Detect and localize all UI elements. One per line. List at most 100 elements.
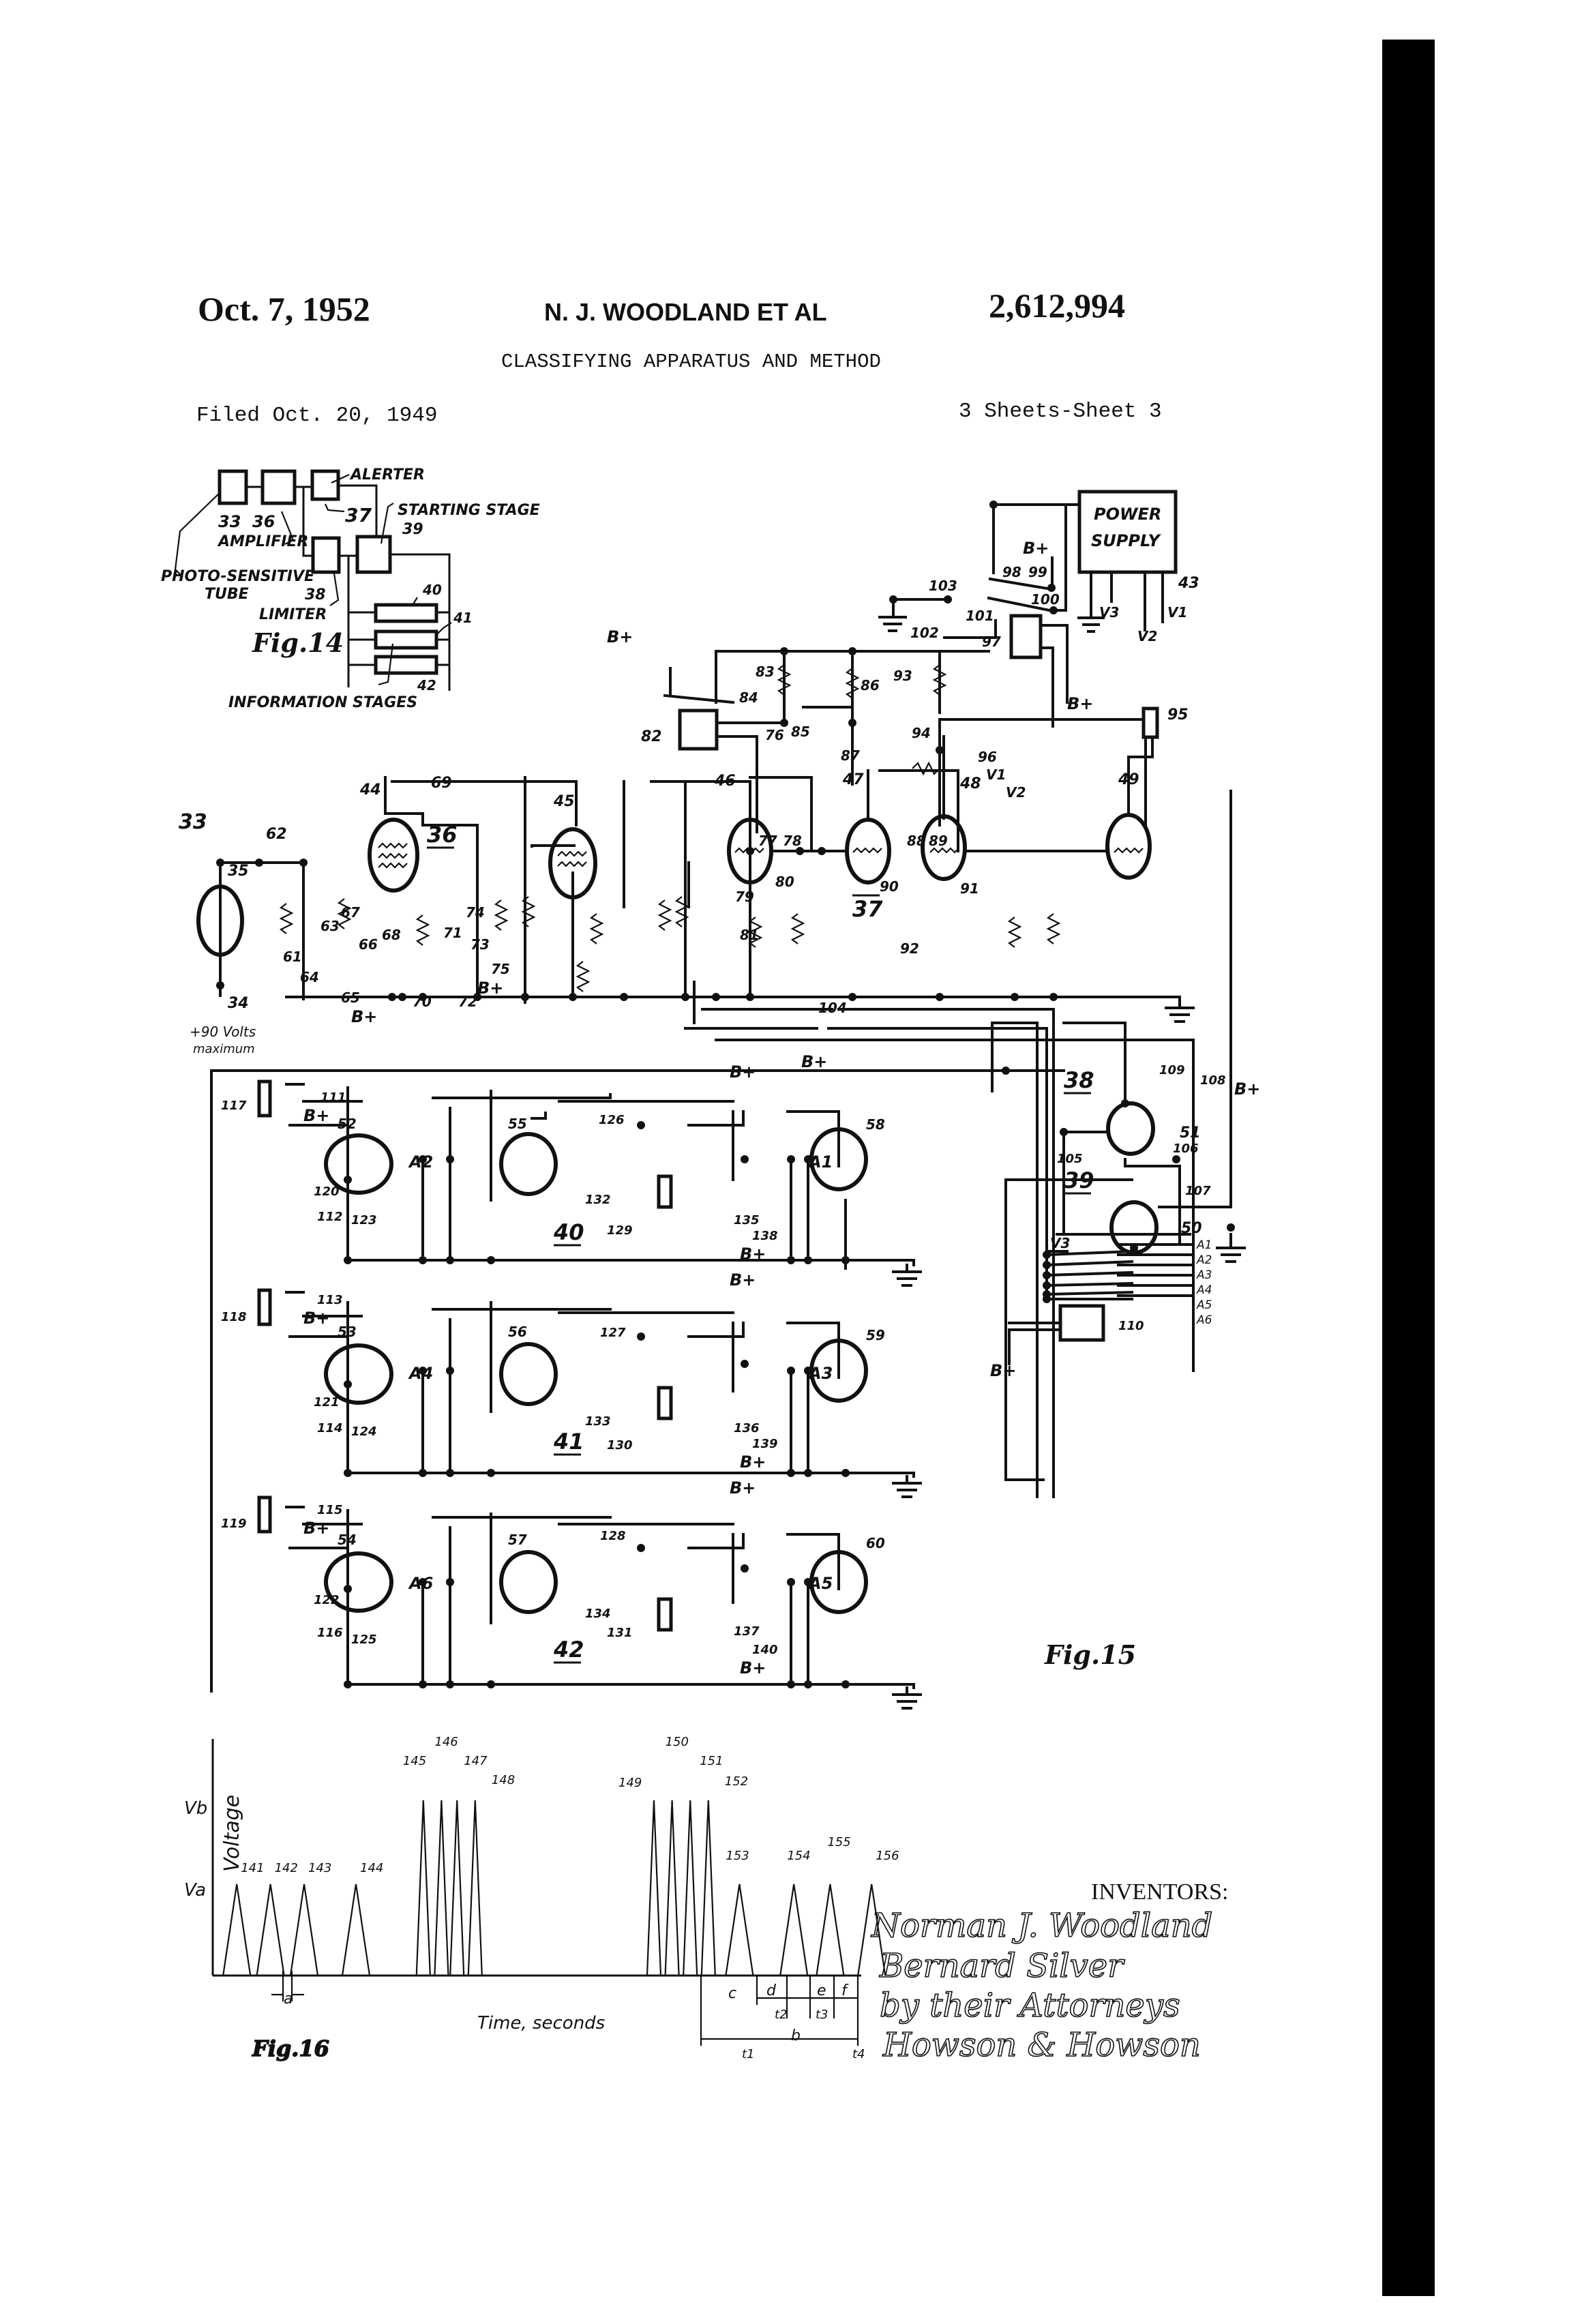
ref-62: 62 xyxy=(266,826,287,843)
ref-101: 101 xyxy=(966,608,994,624)
fig14-title: Fig.14 xyxy=(252,627,344,658)
fig14-leaders xyxy=(174,474,452,686)
junction-dot xyxy=(344,1585,352,1593)
ref-79: 79 xyxy=(735,889,754,905)
stage-label-42: 42 xyxy=(553,1637,584,1663)
y-tick-vb: Vb xyxy=(184,1798,207,1819)
junction-dot xyxy=(446,1155,454,1163)
junction-dot xyxy=(848,993,856,1001)
sheet-count: 3 Sheets-Sheet 3 xyxy=(959,400,1162,423)
block-photo-tube xyxy=(218,469,248,505)
junction-dot xyxy=(741,1564,749,1573)
junction-dot xyxy=(419,1469,427,1477)
ref-137: 137 xyxy=(734,1624,760,1639)
ref-116: 116 xyxy=(317,1626,343,1640)
stage-label-41: 41 xyxy=(553,1429,584,1455)
ref-38: 38 xyxy=(305,586,326,604)
junction-dot xyxy=(569,993,577,1001)
ref-45: 45 xyxy=(553,793,575,810)
pulse-label-142: 142 xyxy=(275,1861,298,1875)
ref-122: 122 xyxy=(314,1593,340,1607)
label-a4: A4 xyxy=(408,1364,433,1383)
interval-d: d xyxy=(766,1982,777,1999)
ref-100: 100 xyxy=(1031,591,1060,608)
ref-51: 51 xyxy=(1180,1124,1201,1142)
junction-dot xyxy=(521,993,529,1001)
tube-49 xyxy=(1105,813,1152,880)
fig15-title: Fig.15 xyxy=(1044,1639,1136,1670)
ref-65: 65 xyxy=(341,989,360,1006)
bplus-label: B+ xyxy=(801,1052,827,1071)
junction-dot xyxy=(637,1332,645,1341)
ref-134: 134 xyxy=(585,1607,611,1621)
ref-126: 126 xyxy=(599,1113,625,1127)
junction-dot xyxy=(388,993,396,1001)
ref-42: 42 xyxy=(417,677,436,694)
bplus-label: B+ xyxy=(1023,539,1049,558)
bplus-label: B+ xyxy=(730,1062,756,1082)
junction-dot xyxy=(804,1367,812,1375)
ref-50: 50 xyxy=(1181,1220,1202,1237)
ref-91: 91 xyxy=(960,880,979,897)
fig14-amplifier-label: AMPLIFIER xyxy=(217,533,308,550)
power-supply-label-1: POWER xyxy=(1094,505,1161,524)
info-stage-42 xyxy=(257,1495,922,1710)
junction-dot xyxy=(1049,993,1058,1001)
junction-dot xyxy=(787,1367,795,1375)
pulse-label-143: 143 xyxy=(308,1861,331,1875)
filed-date: Filed Oct. 20, 1949 xyxy=(196,404,437,428)
bplus-label: B+ xyxy=(730,1270,756,1290)
tube-45 xyxy=(548,827,597,899)
pulse-label-149: 149 xyxy=(618,1776,642,1790)
ground-symbols xyxy=(878,616,1105,633)
junction-dot xyxy=(1043,1295,1051,1303)
voltage-v1: V1 xyxy=(1167,604,1187,621)
y-tick-va: Va xyxy=(184,1880,206,1901)
junction-dot xyxy=(1130,1244,1138,1252)
ref-105: 105 xyxy=(1057,1152,1083,1166)
switch-contact-a1: A1 xyxy=(1196,1238,1212,1252)
resistor-shapes xyxy=(279,664,1061,992)
block-alerter xyxy=(310,469,340,501)
junction-dot xyxy=(989,501,998,509)
switch-contact-a6: A6 xyxy=(1196,1313,1212,1327)
ref-81: 81 xyxy=(740,927,759,943)
ref-36: 36 xyxy=(252,512,275,531)
ref-93: 93 xyxy=(893,668,912,684)
bplus-label: B+ xyxy=(740,1658,766,1678)
ref-86: 86 xyxy=(861,677,880,694)
fig14-block-diagram: ALERTER STARTING STAGE AMPLIFIER PHOTO-S… xyxy=(161,466,540,711)
ref-39: 39 xyxy=(402,521,423,538)
junction-dot xyxy=(841,1469,850,1477)
ref-130: 130 xyxy=(607,1438,633,1452)
ref-74: 74 xyxy=(466,904,485,921)
ref-109: 109 xyxy=(1159,1063,1185,1077)
ref-76: 76 xyxy=(765,727,784,743)
junction-dot xyxy=(787,1578,795,1586)
ref-107: 107 xyxy=(1185,1184,1211,1198)
ref-48: 48 xyxy=(959,775,981,792)
switch-contact-a4: A4 xyxy=(1196,1283,1212,1297)
ref-115: 115 xyxy=(317,1503,343,1517)
label-a5: A5 xyxy=(807,1574,833,1593)
relay82-wiring xyxy=(715,721,786,833)
junction-dot xyxy=(487,1680,495,1688)
ref-96: 96 xyxy=(978,749,997,765)
pulse-154 xyxy=(779,1883,809,1976)
junction-dot xyxy=(1043,1281,1051,1290)
pulse-144 xyxy=(341,1883,371,1976)
label-a6: A6 xyxy=(408,1574,433,1593)
pulse-label-156: 156 xyxy=(876,1849,899,1863)
junction-dot xyxy=(419,1578,427,1586)
stage-label-39: 39 xyxy=(1064,1167,1094,1193)
junction-dot xyxy=(419,1680,427,1688)
junction-dot xyxy=(1043,1271,1051,1279)
pulse-142 xyxy=(256,1883,285,1976)
power-supply-box xyxy=(1077,490,1178,574)
junction-dot xyxy=(804,1256,812,1264)
block-starting-stage xyxy=(355,535,392,574)
ref-85: 85 xyxy=(791,724,810,740)
ref-136: 136 xyxy=(734,1421,760,1435)
fig14-photo-label: PHOTO-SENSITIVE xyxy=(161,568,314,585)
